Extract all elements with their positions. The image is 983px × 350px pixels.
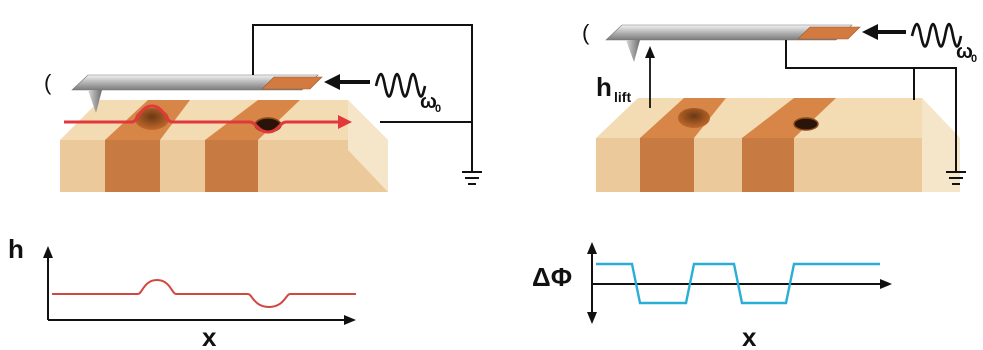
left-circuit bbox=[252, 24, 482, 185]
x-axis-arrow bbox=[880, 279, 892, 289]
arrow-left-icon-head bbox=[862, 24, 878, 40]
stripe-2-front bbox=[205, 140, 258, 192]
cantilever-tip bbox=[626, 40, 640, 62]
stripe-1-front bbox=[640, 138, 694, 192]
cantilever-tip bbox=[88, 90, 102, 113]
wire-top bbox=[252, 24, 473, 172]
right-sample-block bbox=[596, 98, 960, 192]
y-axis-label: h bbox=[8, 234, 24, 264]
right-circuit bbox=[785, 40, 966, 185]
stripe-2-front bbox=[742, 138, 794, 192]
surface-pit bbox=[794, 118, 818, 130]
surface-bump bbox=[678, 108, 710, 128]
stripe-2-top bbox=[205, 100, 300, 140]
scan-line bbox=[64, 104, 340, 134]
potential-trace bbox=[596, 262, 880, 305]
piezo-actuator bbox=[261, 76, 323, 90]
height-trace bbox=[52, 278, 356, 309]
ground-icon bbox=[462, 171, 482, 185]
arrow-left-icon-head bbox=[324, 74, 340, 90]
sample-side-face bbox=[922, 98, 960, 192]
sine-wave-icon bbox=[910, 22, 963, 48]
wire-top bbox=[785, 40, 957, 172]
x-axis-arrow bbox=[344, 315, 356, 325]
potential-profile-graph: ΔΦ x bbox=[532, 242, 892, 350]
cantilever-holder-mark: ( bbox=[582, 20, 590, 45]
piezo-actuator bbox=[797, 26, 861, 40]
stripe-2-top bbox=[742, 98, 836, 138]
ground-icon bbox=[946, 171, 966, 185]
left-drive-signal: ω 0 bbox=[324, 72, 441, 115]
scan-arrow-head bbox=[338, 115, 352, 129]
right-cantilever: ( bbox=[582, 20, 861, 62]
scan-path bbox=[64, 104, 352, 134]
cantilever-beam bbox=[605, 24, 853, 41]
y-axis-arrow-down bbox=[587, 312, 597, 324]
y-axis-arrow-up bbox=[587, 242, 597, 254]
sample-side-face bbox=[348, 100, 388, 192]
x-axis-label: x bbox=[742, 322, 757, 350]
lift-label: h bbox=[596, 72, 612, 102]
surface-pit-rim bbox=[793, 117, 819, 131]
left-sample-block bbox=[60, 100, 388, 192]
left-topography-scan: ( ω 0 h x bbox=[8, 24, 482, 350]
sine-wave-icon bbox=[374, 72, 427, 98]
height-profile-graph: h x bbox=[8, 234, 356, 350]
frequency-subscript: 0 bbox=[435, 103, 441, 115]
frequency-label: ω bbox=[956, 41, 973, 63]
cantilever-beam bbox=[71, 74, 319, 91]
y-axis-label: ΔΦ bbox=[532, 262, 572, 292]
right-potential-scan: ( h lift ω 0 bbox=[532, 20, 977, 350]
right-drive-signal: ω 0 bbox=[862, 22, 977, 65]
left-cantilever: ( bbox=[44, 70, 323, 113]
x-axis-label: x bbox=[202, 322, 217, 350]
lift-height-indicator: h lift bbox=[596, 46, 655, 108]
cantilever-holder-mark: ( bbox=[44, 70, 52, 95]
y-axis-arrow bbox=[43, 246, 53, 258]
surface-bump bbox=[135, 108, 169, 130]
frequency-label: ω bbox=[420, 91, 437, 113]
frequency-subscript: 0 bbox=[971, 53, 977, 65]
stripe-1-front bbox=[105, 140, 160, 192]
lift-subscript: lift bbox=[614, 89, 631, 105]
